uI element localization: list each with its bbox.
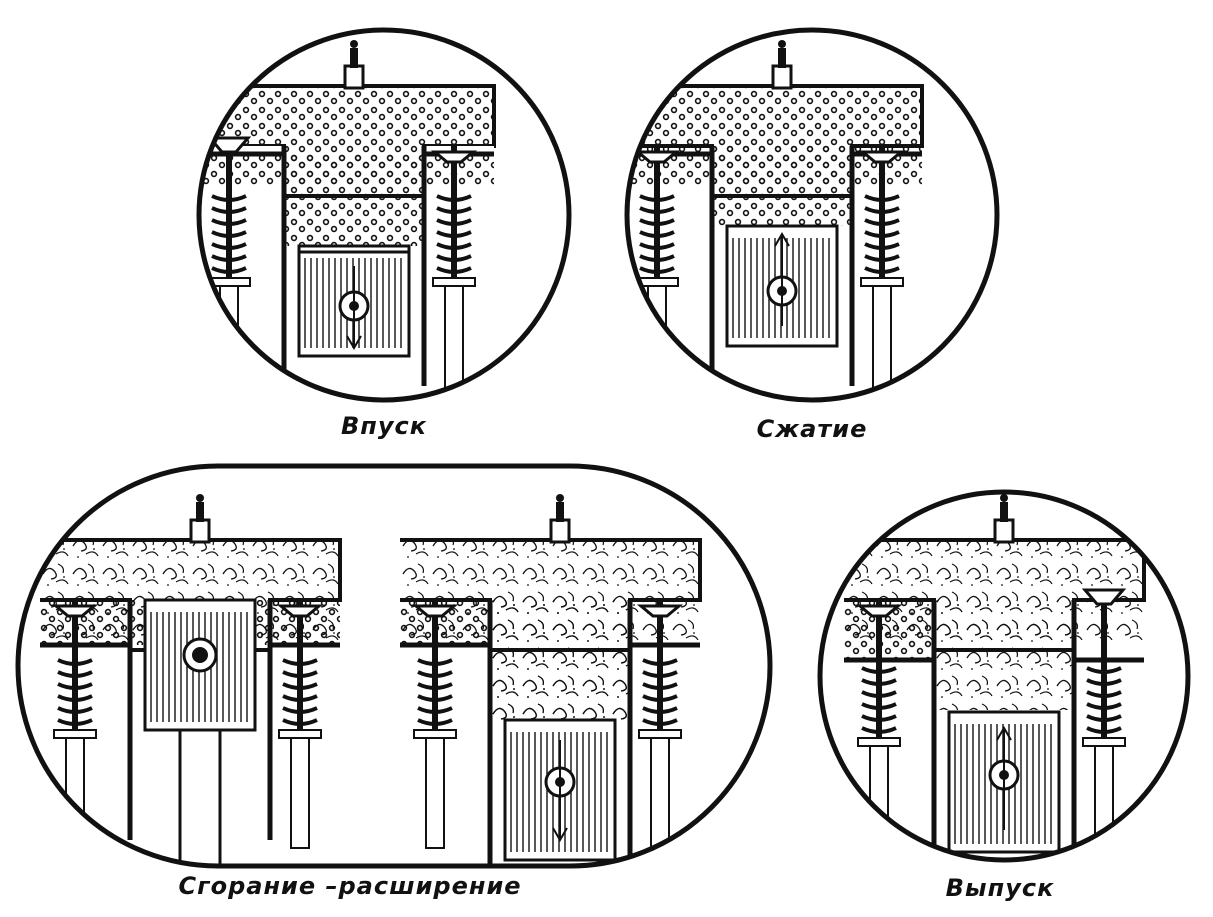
valve-right	[430, 146, 478, 397]
intake-engine	[199, 40, 496, 397]
compression-stroke-panel	[624, 27, 1000, 403]
exhaust-stroke-panel	[817, 489, 1191, 863]
caption-exhaust: Выпуск	[945, 874, 1055, 902]
exhaust-engine	[844, 494, 1146, 860]
expansion-engine	[400, 494, 702, 866]
cylinder	[199, 146, 494, 386]
spark-plug	[343, 40, 365, 90]
combustion-stroke-panel	[15, 463, 773, 869]
caption-intake: Впуск	[340, 412, 428, 440]
compression-engine	[627, 40, 924, 397]
caption-combustion: Сгорание –расширение	[178, 872, 522, 900]
ignition-engine	[40, 494, 342, 866]
piston	[297, 244, 411, 358]
caption-compression: Сжатие	[756, 415, 868, 443]
intake-stroke-panel	[196, 27, 572, 403]
